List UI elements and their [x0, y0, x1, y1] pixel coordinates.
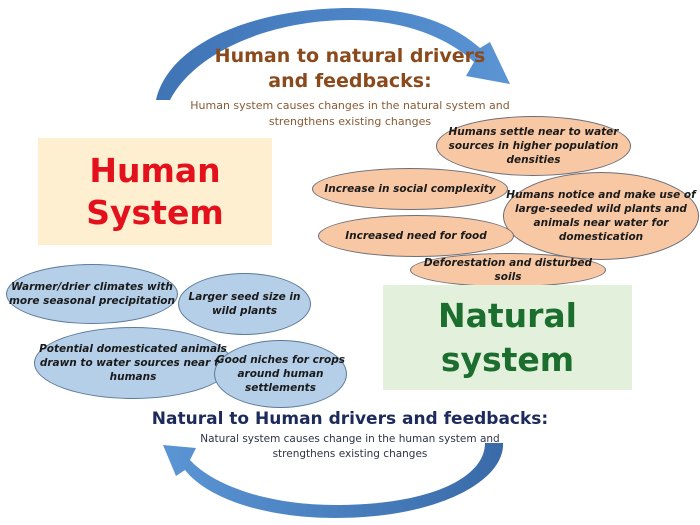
natural-to-human-subtitle: Natural system causes change in the huma… [200, 433, 500, 460]
natural-system-label: Natural system [437, 295, 577, 379]
effect-ellipse-social-complexity: Increase in social complexity [312, 168, 508, 210]
human-system-box: Human System [38, 138, 272, 245]
curved-arrow-left-icon [163, 443, 504, 518]
effect-ellipse-large-seeded-plants: Humans notice and make use of large-seed… [503, 172, 699, 260]
natural-to-human-title: Natural to Human drivers and feedbacks: [151, 409, 549, 429]
effect-ellipse-warmer-climates: Warmer/drier climates with more seasonal… [6, 264, 178, 324]
curved-arrow-right-icon [156, 8, 510, 100]
human-to-natural-subtitle: Human system causes changes in the natur… [190, 99, 510, 128]
effect-ellipse-need-for-food: Increased need for food [318, 215, 514, 257]
effect-ellipse-settle-near-water: Humans settle near to water sources in h… [436, 116, 631, 176]
human-to-natural-title: Human to natural drivers and feedbacks: [214, 45, 486, 92]
natural-system-box: Natural system [383, 285, 632, 390]
human-system-label: Human System [86, 150, 224, 232]
effect-ellipse-crop-niches: Good niches for crops around human settl… [214, 340, 347, 408]
effect-ellipse-larger-seed-size: Larger seed size in wild plants [178, 273, 311, 335]
effect-ellipse-deforestation: Deforestation and disturbed soils [410, 253, 606, 287]
effect-ellipse-domesticated-animals: Potential domesticated animals drawn to … [34, 327, 232, 399]
